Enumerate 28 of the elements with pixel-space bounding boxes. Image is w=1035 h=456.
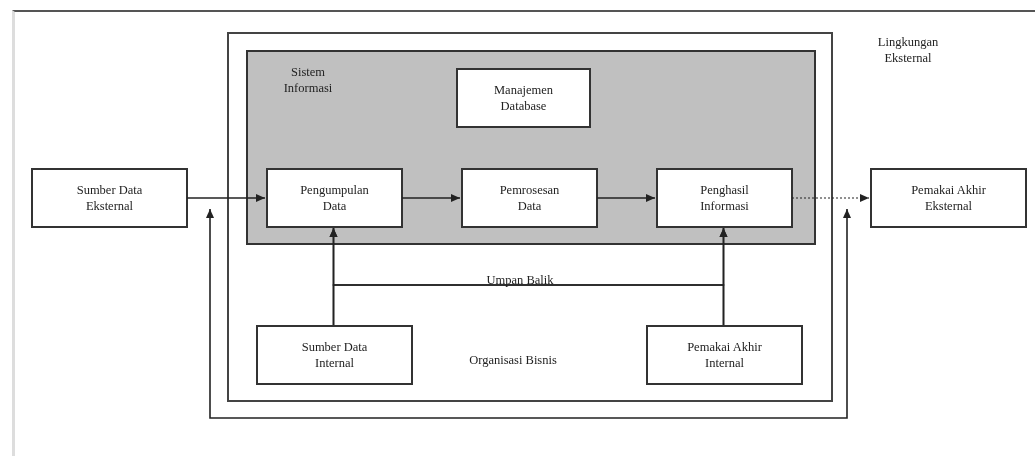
- group-label: Sistem Informasi: [282, 64, 334, 97]
- process-box: [456, 68, 591, 128]
- group-label: Lingkungan Eksternal: [876, 34, 940, 67]
- arrow: [401, 194, 461, 202]
- process-box: [646, 325, 803, 385]
- system-panel: [246, 50, 816, 245]
- box-label: Manajemen Database: [493, 81, 554, 115]
- arrow: [791, 194, 870, 202]
- box-label: Sumber Data Internal: [300, 338, 369, 372]
- process-box: [656, 168, 793, 228]
- process-box: [256, 325, 413, 385]
- box-label: Pemrosesan Data: [498, 181, 561, 215]
- environment-frame: [12, 10, 1035, 456]
- box-label: Pengumpulan Data: [299, 181, 370, 215]
- box-label: Pemakai Akhir Internal: [686, 338, 763, 372]
- process-box: [31, 168, 188, 228]
- box-label: Sumber Data Eksternal: [75, 181, 144, 215]
- arrow: [186, 194, 266, 202]
- arrow: [596, 194, 656, 202]
- box-label: Penghasil Informasi: [699, 181, 750, 215]
- process-box: [266, 168, 403, 228]
- box-label: Pemakai Akhir Eksternal: [910, 181, 987, 215]
- group-label: Organisasi Bisnis: [468, 352, 558, 369]
- arrow: [719, 227, 728, 326]
- process-box: [461, 168, 598, 228]
- flow-label: Umpan Balik: [485, 272, 555, 289]
- process-box: [870, 168, 1027, 228]
- organization-box: [227, 32, 833, 402]
